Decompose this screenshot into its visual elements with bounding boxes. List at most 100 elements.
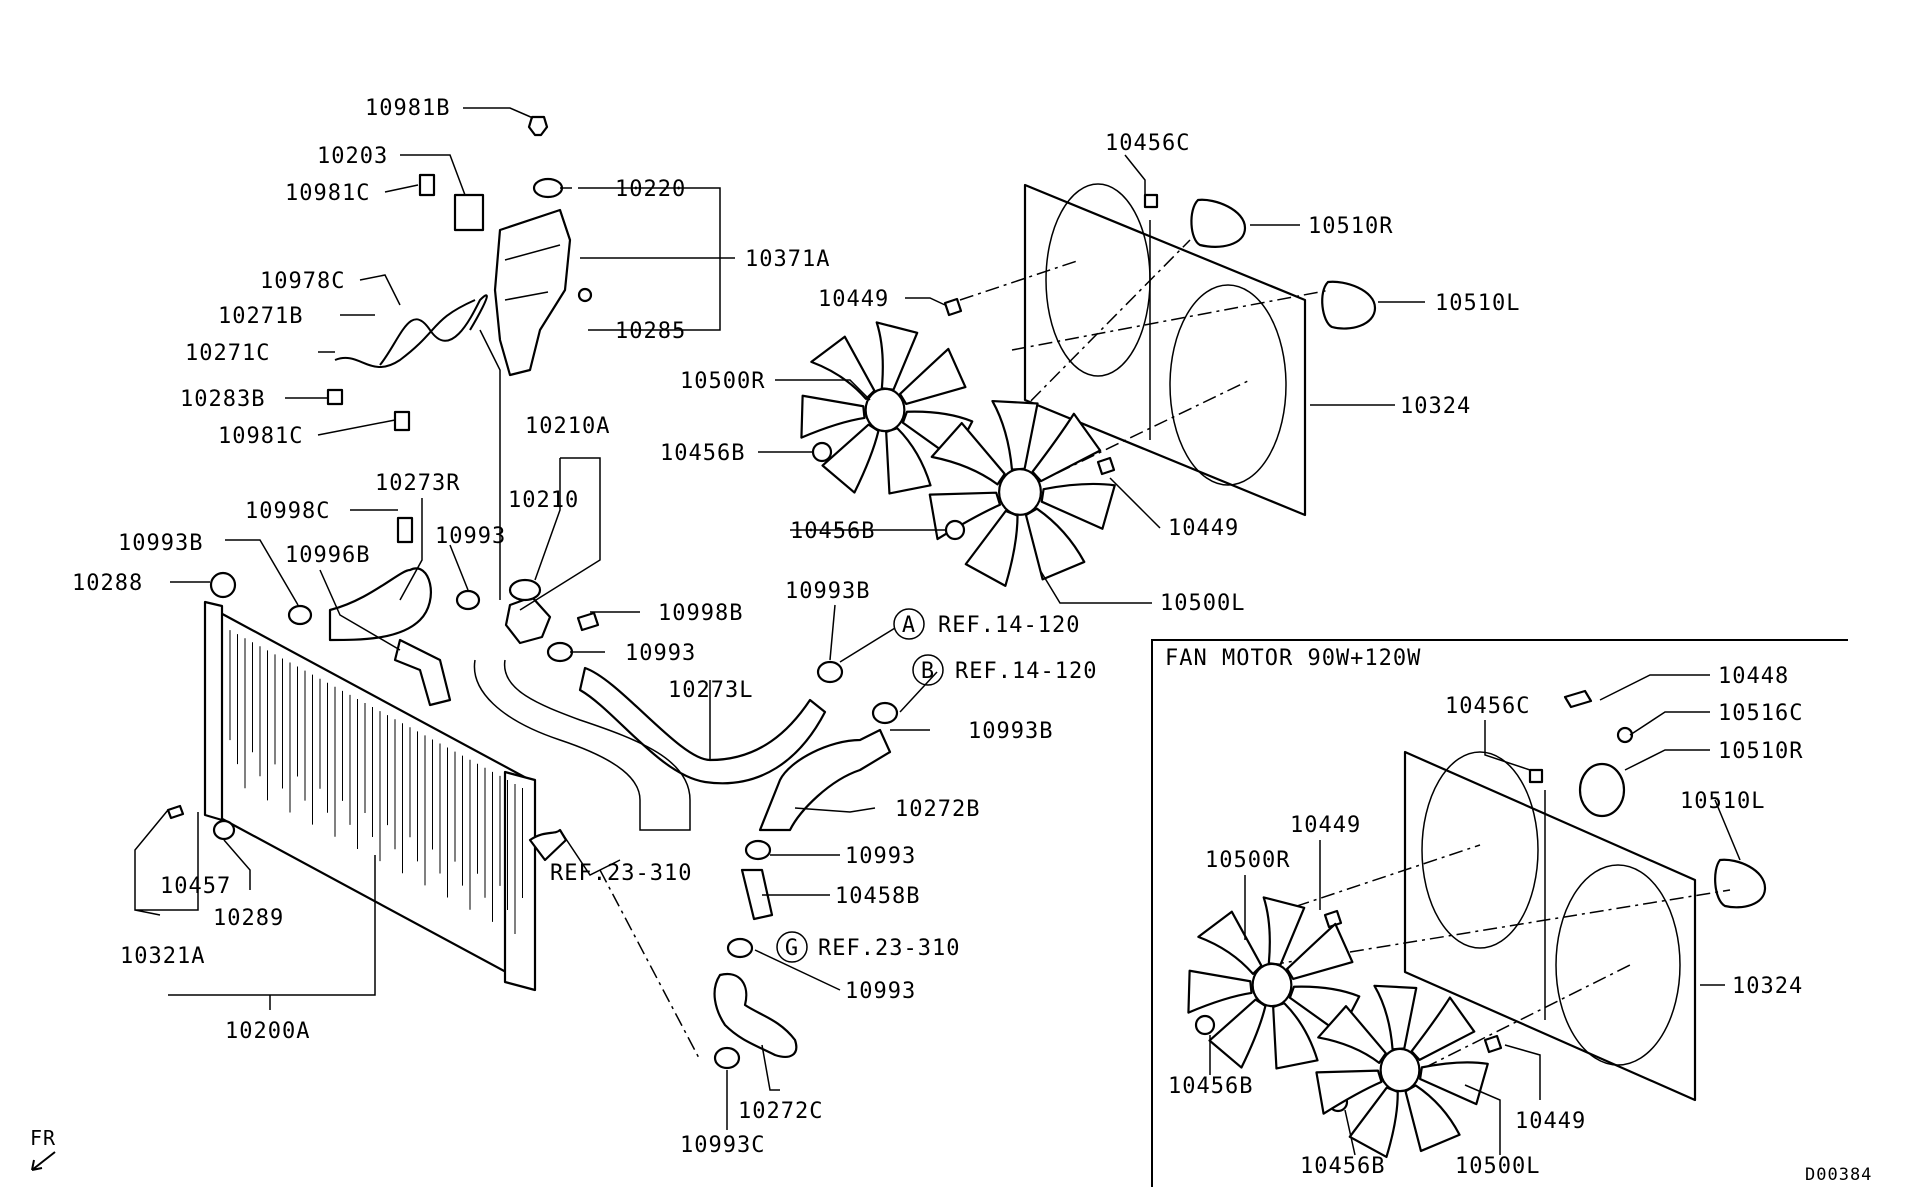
label-10996b: 10996B (285, 543, 370, 568)
nut-10456b-a (811, 441, 833, 463)
clamp-10993b-a (287, 604, 313, 626)
fan-motor-10510r (1190, 198, 1247, 248)
fan-blade (1272, 1002, 1319, 1070)
label-10210a: 10210A (525, 414, 610, 439)
fan-blade (1208, 998, 1267, 1069)
inset-shroud-10324 (1403, 750, 1697, 1102)
bolt-10981b (527, 115, 549, 137)
label-10510l-inset: 10510L (1680, 789, 1765, 814)
label-10516c: 10516C (1718, 701, 1803, 726)
fan-blade (1285, 922, 1354, 981)
inset-fan-motor-10510l (1714, 858, 1767, 909)
fan-10500l (928, 399, 1116, 587)
fan-hub (1251, 962, 1293, 1008)
label-10500r-inset: 10500R (1205, 848, 1290, 873)
radiator-right-tank (503, 770, 537, 992)
fan-blade (821, 423, 880, 494)
inset-nut-10456b-a (1194, 1014, 1216, 1036)
label-10993-b: 10993 (625, 641, 696, 666)
label-10500l-inset: 10500L (1455, 1154, 1540, 1179)
fan-blade (1187, 969, 1253, 1014)
front-indicator: FR (30, 1126, 56, 1171)
label-10456b-inset-b: 10456B (1300, 1154, 1385, 1179)
fan-blade (810, 335, 876, 401)
label-10981c-bottom: 10981C (218, 424, 303, 449)
fan-blade (1348, 1086, 1399, 1159)
bolt-10981c-top (418, 173, 436, 197)
fan-blade (991, 399, 1039, 471)
label-10289: 10289 (213, 906, 284, 931)
fan-hub (1379, 1047, 1421, 1093)
pipe-10458b (740, 868, 774, 921)
connector-10448 (1563, 689, 1593, 709)
hose-10271b (379, 294, 488, 366)
bolt-10998c (396, 516, 414, 544)
callout-g: G (776, 931, 808, 963)
water-outlet-fitting (504, 595, 552, 645)
label-10978c: 10978C (260, 269, 345, 294)
front-arrow-icon (31, 1151, 56, 1171)
label-10500l-main: 10500L (1160, 591, 1245, 616)
label-10203: 10203 (317, 144, 388, 169)
grommet-10288 (209, 571, 237, 599)
label-10371a: 10371A (745, 247, 830, 272)
label-10998b: 10998B (658, 601, 743, 626)
label-ref-23-310-a: REF.23-310 (550, 861, 692, 886)
fan-motor-10510l (1321, 280, 1377, 330)
bolt-10981c-bottom (393, 410, 411, 432)
callout-g-letter: G (785, 936, 799, 961)
radiator-cap-10210 (508, 578, 542, 602)
callout-b-letter: B (921, 659, 935, 684)
label-ref-14-120-a: REF.14-120 (938, 613, 1080, 638)
label-10449-main-b: 10449 (1168, 516, 1239, 541)
label-10272c: 10272C (738, 1099, 823, 1124)
fan-blade (875, 321, 919, 391)
label-10449-inset-a: 10449 (1290, 813, 1361, 838)
bypass-pipe-ref (473, 659, 691, 831)
hose-10272b (758, 728, 892, 832)
bracket-10203 (453, 193, 485, 232)
label-10981b: 10981B (365, 96, 450, 121)
fan-blade (1040, 482, 1116, 530)
fan-blade (1024, 507, 1086, 581)
label-10200a: 10200A (225, 1019, 310, 1044)
label-10998c: 10998C (245, 499, 330, 524)
label-10285: 10285 (615, 319, 686, 344)
label-10500r-main: 10500R (680, 369, 765, 394)
label-10510l-main: 10510L (1435, 291, 1520, 316)
label-10449-inset-b: 10449 (1515, 1109, 1586, 1134)
fan-blade (885, 427, 932, 495)
bolt-10449-b (1096, 456, 1116, 476)
label-10321a: 10321A (120, 944, 205, 969)
label-10993b-a: 10993B (118, 531, 203, 556)
hose-10273r (328, 567, 432, 642)
label-10993-c: 10993 (845, 844, 916, 869)
label-10456c-main: 10456C (1105, 131, 1190, 156)
clip-10456c (1143, 193, 1159, 209)
label-10457: 10457 (160, 874, 231, 899)
bracket-10996b (393, 638, 452, 707)
clamp-10993b-c (871, 701, 899, 725)
label-ref-14-120-b: REF.14-120 (955, 659, 1097, 684)
grommet-10289 (212, 819, 236, 841)
fan-blade (1410, 996, 1476, 1061)
fan-blade (1373, 984, 1418, 1051)
label-10324-main: 10324 (1400, 394, 1471, 419)
clamp-10993-c (744, 839, 772, 861)
fan-blade (964, 509, 1019, 587)
fan-shroud-main (959, 183, 1377, 521)
label-10510r-main: 10510R (1308, 214, 1393, 239)
bolt-10998b (576, 611, 600, 632)
inset-fan-10500l (1315, 984, 1489, 1159)
upper-hose-group (287, 516, 844, 831)
radiator-assembly (166, 571, 568, 992)
callout-b: B (912, 654, 944, 686)
lower-hose-group (713, 701, 899, 1070)
hose-10273l (578, 666, 827, 785)
part-labels: 10981B 10203 10981C 10220 10371A 10978C … (72, 96, 1803, 1179)
front-label: FR (30, 1126, 56, 1150)
fan-10500r (800, 321, 974, 495)
radiator-left-tank (203, 600, 224, 822)
